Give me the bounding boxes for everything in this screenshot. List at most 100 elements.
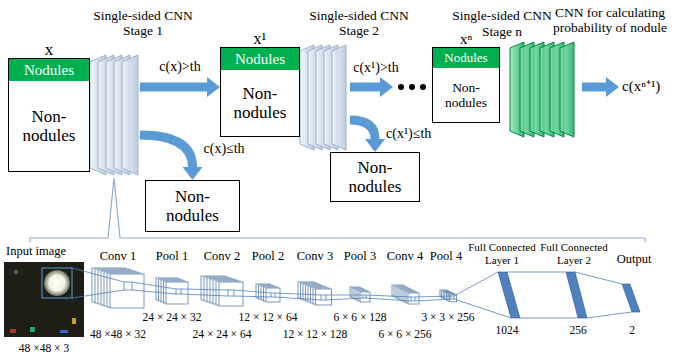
stage-heading: Single-sided CNN Stage n	[447, 8, 557, 39]
cnn-stage: CNN for calculating probability of nodul…	[508, 42, 580, 137]
receptive-field-lines	[411, 297, 415, 301]
flow-arrow	[140, 135, 203, 180]
input-image	[60, 330, 68, 333]
nodule-band: Nodules	[221, 48, 299, 70]
receptive-field-lines	[132, 282, 176, 294]
feature-map-stack	[316, 289, 332, 305]
arrow-shaft	[140, 135, 193, 167]
band-label: Nodules	[235, 51, 285, 68]
fully-connected-layer	[498, 272, 640, 318]
flow-arrow	[606, 77, 619, 97]
cnn-stage: Single-sided CNN Stage 1	[88, 55, 140, 175]
fully-connected-layer	[566, 272, 587, 318]
stage-heading: Single-sided CNN Stage 2	[300, 8, 418, 39]
dimension-label: 24 × 24 × 64	[193, 328, 252, 341]
arrow-head	[365, 139, 385, 152]
stage-heading: Single-sided CNN Stage 1	[83, 8, 203, 39]
condition-label: c(x)≤th	[203, 141, 246, 157]
input-image	[4, 262, 84, 337]
receptive-field-lines	[124, 282, 132, 290]
receptive-field-lines	[451, 296, 454, 299]
set-symbol: x	[9, 41, 89, 58]
layer-name: Pool 3	[344, 249, 376, 263]
dimension-label: 2	[629, 324, 635, 337]
dimension-label: 3 × 3 × 256	[421, 311, 474, 324]
cnn-stage-layers	[90, 45, 346, 175]
ellipsis-dots	[398, 84, 426, 90]
rejected-box: Non-nodules	[145, 180, 240, 232]
arrow-head	[183, 167, 203, 180]
layer-name: Conv 4	[387, 249, 423, 263]
dimension-label: 1024	[496, 324, 519, 337]
nodule-band: Nodules	[9, 59, 89, 81]
class-label: Non-nodules	[221, 70, 299, 136]
input-image	[42, 268, 72, 298]
fully-connected-layer	[498, 272, 520, 318]
layer-name: Conv 2	[204, 249, 240, 263]
class-label: Non-nodules	[433, 68, 499, 122]
layer-name: Full Connected Layer 1	[466, 241, 538, 266]
ellipsis-dots	[409, 84, 415, 90]
rejected-box: Non-nodules	[330, 152, 420, 202]
flow-arrow	[582, 83, 607, 92]
flow-arrow	[140, 77, 220, 97]
condition-label: c(x¹)>th	[352, 60, 400, 76]
final-cnn-layers	[510, 42, 574, 137]
set-symbol: x¹	[221, 31, 299, 47]
stage-heading: CNN for calculating probability of nodul…	[545, 5, 675, 36]
input-image	[72, 318, 76, 324]
flow-arrow	[350, 120, 385, 152]
dimension-label: 24 × 24 × 32	[143, 311, 202, 324]
receptive-field-lines	[234, 290, 271, 297]
receptive-field-lines	[176, 289, 181, 294]
receptive-field-lines	[275, 293, 321, 300]
feature-map-stack	[266, 288, 280, 302]
arrow-shaft	[140, 83, 207, 92]
dimension-label: 6 × 6 × 128	[333, 311, 386, 324]
cnn-stage-layers	[122, 55, 138, 175]
class-label: Non-nodules	[146, 184, 239, 228]
feature-map-stack	[360, 292, 370, 302]
condition-label: c(xⁿ⁺¹)	[622, 78, 660, 95]
layer-name: Full Connected Layer 2	[538, 241, 610, 266]
ellipsis-dots	[398, 84, 404, 90]
input-image	[44, 270, 70, 296]
receptive-field-lines	[321, 295, 326, 300]
receptive-field-lines	[326, 295, 363, 300]
fully-connected-layer	[622, 284, 640, 312]
nodule-band: Nodules	[433, 48, 499, 68]
class-label: Non-nodules	[9, 81, 89, 171]
layer-name: Pool 2	[252, 249, 284, 263]
layer-name: Pool 1	[156, 249, 188, 263]
receptive-field-lines	[181, 289, 228, 296]
band-label: Nodules	[24, 62, 74, 79]
flow-arrow	[380, 77, 393, 97]
layer-name: Conv 1	[100, 249, 136, 263]
layer-name: Pool 4	[430, 249, 462, 263]
feature-map-stack	[219, 282, 243, 306]
input-image	[10, 329, 16, 333]
cnn-stage-layers	[332, 45, 346, 150]
receptive-field-lines	[366, 295, 411, 301]
dimension-label: 256	[569, 324, 586, 337]
layer-name: Input image	[6, 244, 66, 258]
class-label: Non-nodules	[331, 155, 419, 199]
feature-map-stack	[408, 293, 419, 304]
dimension-label: 12 × 12 × 64	[239, 311, 298, 324]
dimension-label: 6 × 6 × 256	[378, 328, 431, 341]
receptive-field-lines	[271, 293, 275, 297]
sample-set-box: xNodulesNon-nodules	[8, 58, 90, 172]
feature-map-stack	[92, 268, 457, 308]
arrow-shaft	[350, 120, 375, 139]
cnn-stage: Single-sided CNN Stage 2	[300, 45, 350, 150]
input-image	[4, 262, 84, 337]
receptive-field-lines	[228, 290, 234, 296]
receptive-field-lines	[72, 268, 124, 298]
feature-map-stack	[450, 295, 457, 302]
arrow-head	[207, 77, 220, 97]
input-image	[30, 327, 35, 332]
final-cnn-layers	[560, 42, 574, 137]
sample-set-box: x¹NodulesNon-nodules	[220, 47, 300, 137]
dimension-label: 12 × 12 × 128	[283, 328, 348, 341]
